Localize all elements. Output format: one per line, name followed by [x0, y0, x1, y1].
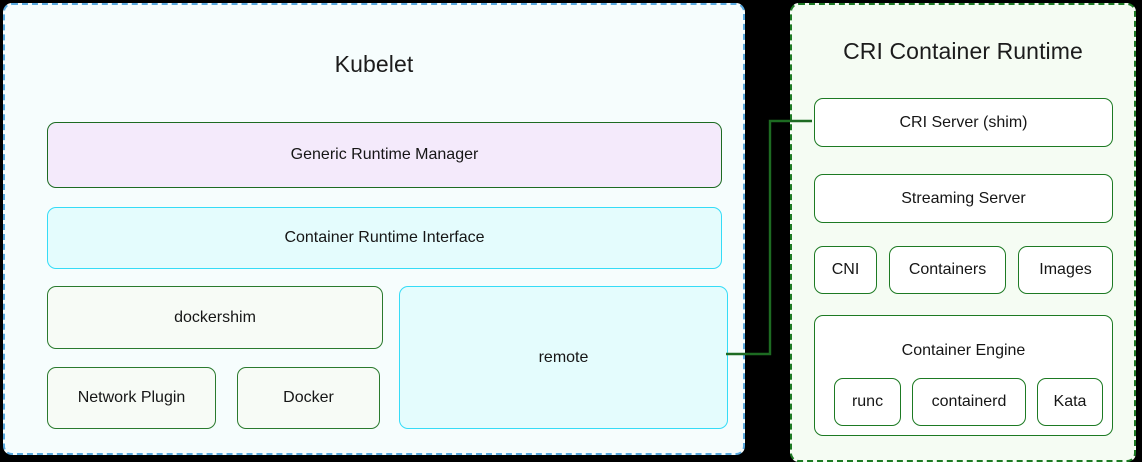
container-engine-label: Container Engine: [901, 342, 1026, 359]
node-containers[interactable]: Containers: [889, 246, 1006, 294]
node-runc[interactable]: runc: [834, 378, 901, 426]
node-images[interactable]: Images: [1018, 246, 1113, 294]
node-cri-server[interactable]: CRI Server (shim): [814, 98, 1113, 147]
panel-cri-container-runtime: CRI Container Runtime CRI Server (shim) …: [790, 3, 1136, 462]
node-remote[interactable]: remote: [399, 286, 728, 429]
node-dockershim[interactable]: dockershim: [47, 286, 383, 349]
node-streaming-server[interactable]: Streaming Server: [814, 174, 1113, 223]
node-docker[interactable]: Docker: [237, 367, 380, 429]
node-container-runtime-interface[interactable]: Container Runtime Interface: [47, 207, 722, 269]
node-generic-runtime-manager[interactable]: Generic Runtime Manager: [47, 122, 722, 188]
node-containerd[interactable]: containerd: [912, 378, 1026, 426]
node-kata[interactable]: Kata: [1037, 378, 1103, 426]
panel-kubelet-title: Kubelet: [334, 51, 414, 77]
panel-cri-title: CRI Container Runtime: [843, 38, 1083, 64]
node-cni[interactable]: CNI: [814, 246, 877, 294]
panel-kubelet: Kubelet Generic Runtime Manager Containe…: [3, 3, 745, 455]
node-network-plugin[interactable]: Network Plugin: [47, 367, 216, 429]
node-container-engine[interactable]: Container Engine runc containerd Kata: [814, 315, 1113, 436]
